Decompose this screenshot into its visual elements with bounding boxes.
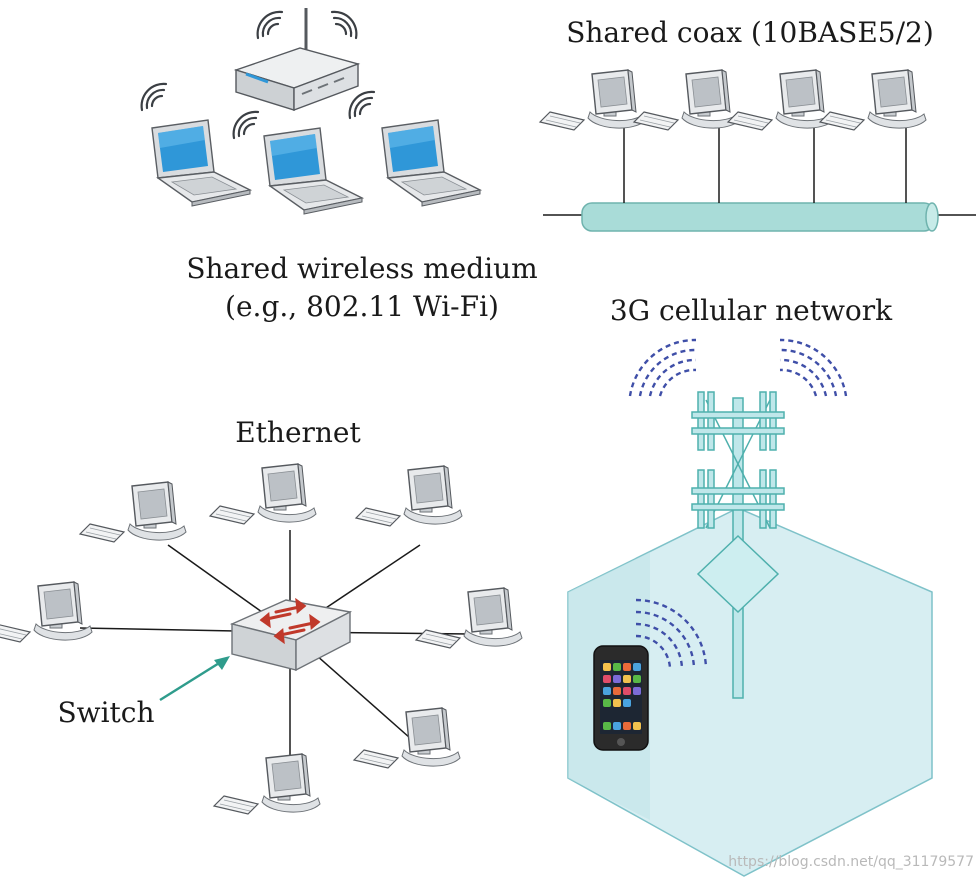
ethernet-pc-4 xyxy=(0,581,93,643)
coax-label: Shared coax (10BASE5/2) xyxy=(566,16,934,49)
laptop-1 xyxy=(151,119,251,207)
ethernet-pc-5 xyxy=(415,587,523,649)
laptop-2 xyxy=(263,127,363,215)
tower-signal-left xyxy=(628,338,697,397)
cell-tower xyxy=(691,391,785,699)
wireless-access-point xyxy=(233,8,361,112)
ethernet-pc-2 xyxy=(209,463,317,525)
coax-pc-4 xyxy=(819,69,927,131)
ethernet-pc-7 xyxy=(213,753,321,815)
coax-pc-3 xyxy=(727,69,835,131)
ethernet-switch xyxy=(229,597,353,672)
ethernet-label: Ethernet xyxy=(235,416,361,449)
cellular-network: 3G cellular network xyxy=(567,294,933,877)
coax-cable xyxy=(581,202,939,232)
coax-pc-1 xyxy=(539,69,647,131)
coax-network: Shared coax (10BASE5/2) xyxy=(539,16,976,232)
wireless-network: Shared wireless medium (e.g., 802.11 Wi-… xyxy=(140,8,538,323)
laptop-3 xyxy=(381,119,481,207)
ethernet-pc-1 xyxy=(79,481,187,543)
coax-pc-2 xyxy=(633,69,741,131)
watermark: https://blog.csdn.net/qq_31179577 xyxy=(728,854,974,870)
switch-label: Switch xyxy=(57,696,154,729)
cellular-label: 3G cellular network xyxy=(610,294,893,327)
ethernet-network: Ethernet Switc xyxy=(0,416,523,815)
ethernet-pc-3 xyxy=(355,465,463,527)
wireless-label-line1: Shared wireless medium xyxy=(186,252,537,285)
phone-signal xyxy=(635,598,708,669)
switch-pointer-arrow xyxy=(159,656,230,702)
tower-signal-right xyxy=(779,338,848,397)
smartphone xyxy=(593,645,649,751)
wireless-label-line2: (e.g., 802.11 Wi-Fi) xyxy=(225,290,499,323)
ethernet-pc-6 xyxy=(353,707,461,769)
